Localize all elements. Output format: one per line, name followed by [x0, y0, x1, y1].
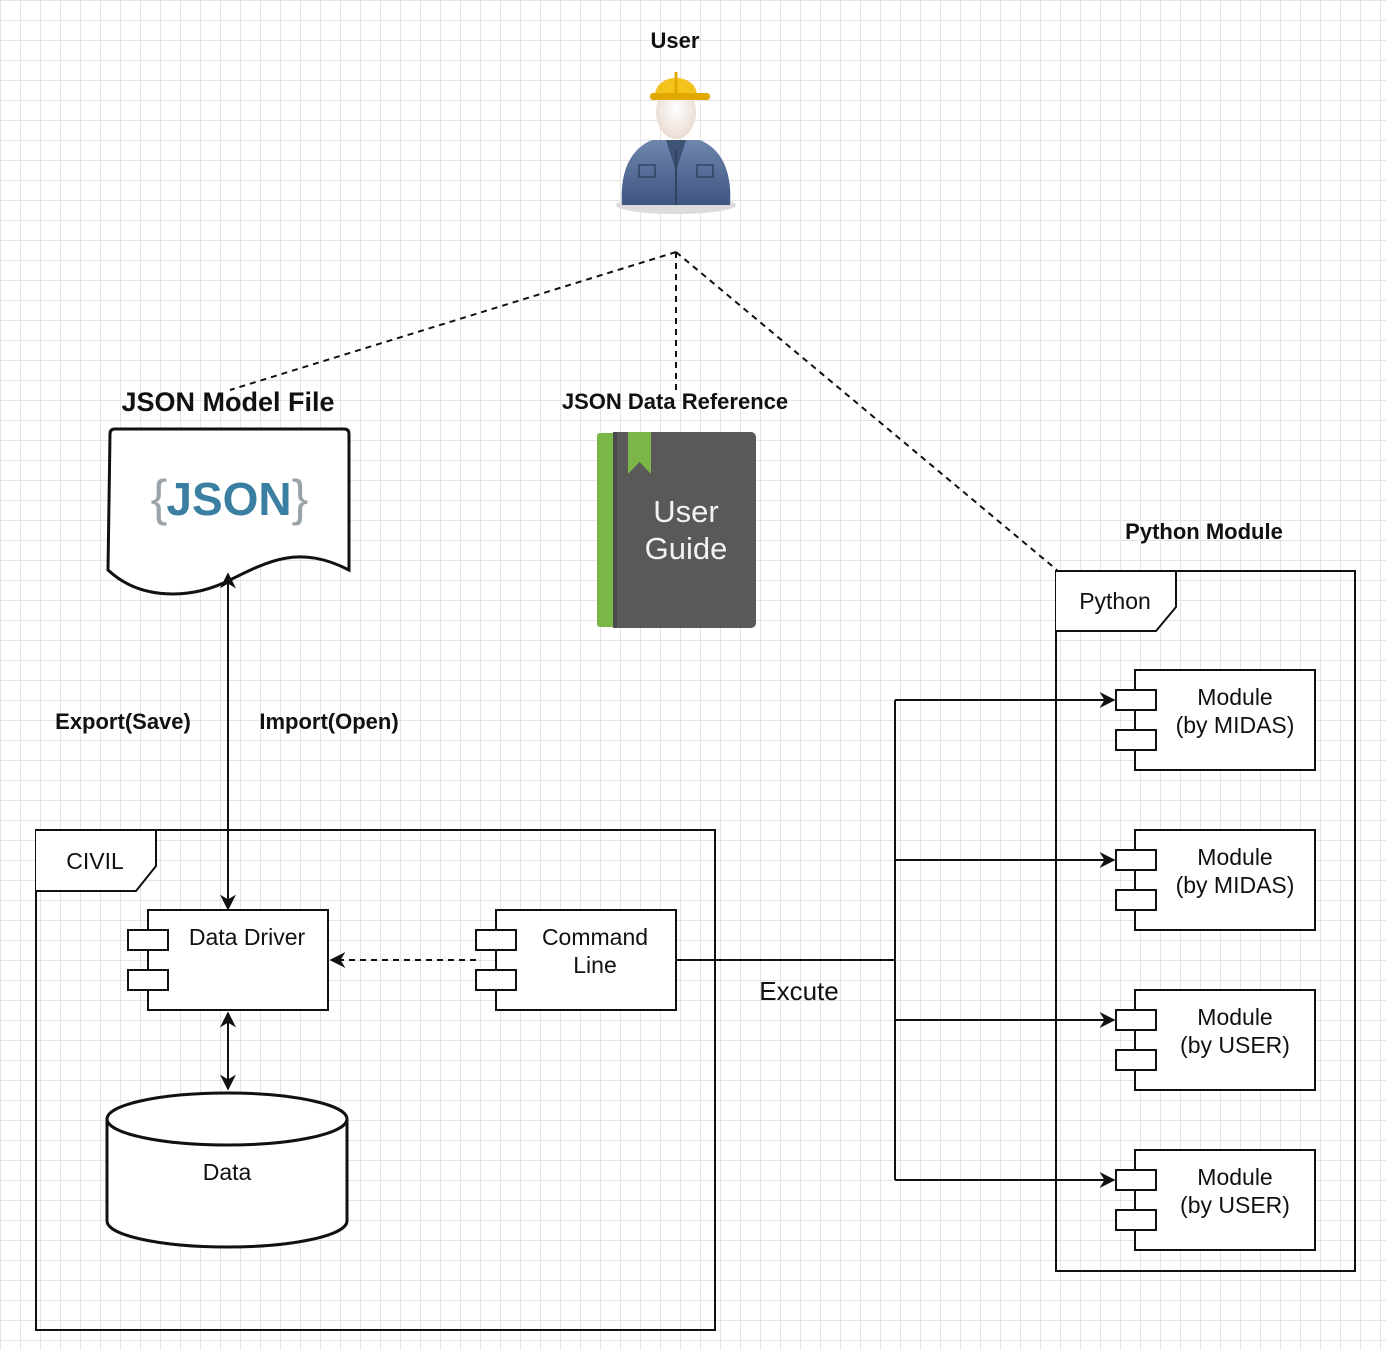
- module-label-1: Module: [1197, 844, 1272, 870]
- data-cylinder: Data: [105, 1091, 349, 1249]
- user-label: User: [651, 28, 700, 53]
- json-model-file-title: JSON Model File: [121, 387, 334, 417]
- json-brace-close: }: [292, 470, 309, 526]
- component-port-icon: [1115, 689, 1157, 711]
- component-port-icon: [127, 969, 169, 991]
- command-line-label-1: Command: [542, 924, 648, 950]
- book-line2: Guide: [645, 531, 728, 566]
- module-label-2: (by MIDAS): [1176, 712, 1295, 738]
- python-module-item: Module (by MIDAS): [1115, 669, 1316, 771]
- worker-icon: [616, 72, 736, 214]
- python-module: Python Module Python Module (by MIDAS) M…: [1055, 519, 1356, 1272]
- user-actor: User: [616, 28, 736, 214]
- python-module-item: Module (by MIDAS): [1115, 829, 1316, 931]
- reference-title: JSON Data Reference: [562, 389, 788, 414]
- user-connections: [229, 251, 1058, 571]
- module-label-2: (by USER): [1180, 1192, 1290, 1218]
- python-frame-tab: [1056, 570, 1177, 632]
- book-line1: User: [653, 494, 718, 529]
- component-port-icon: [1115, 889, 1157, 911]
- python-frame-label: Python: [1079, 588, 1151, 614]
- module-label-2: (by USER): [1180, 1032, 1290, 1058]
- civil-frame-label: CIVIL: [66, 848, 124, 874]
- data-label: Data: [203, 1159, 252, 1185]
- component-port-icon: [1115, 849, 1157, 871]
- json-logo-text: JSON: [166, 473, 291, 525]
- import-label: Import(Open): [259, 709, 398, 734]
- user-guide-book-icon: User Guide: [597, 432, 756, 628]
- data-driver-label: Data Driver: [189, 924, 306, 950]
- module-label-1: Module: [1197, 684, 1272, 710]
- json-brace-open: {: [151, 470, 168, 526]
- execute-label: Excute: [759, 976, 839, 1006]
- document-shape: [106, 427, 351, 596]
- module-label-1: Module: [1197, 1164, 1272, 1190]
- command-line-label-2: Line: [573, 952, 616, 978]
- module-label-2: (by MIDAS): [1176, 872, 1295, 898]
- export-label: Export(Save): [55, 709, 191, 734]
- component-port-icon: [1115, 1009, 1157, 1031]
- civil-frame-border: [35, 829, 716, 1331]
- component-port-icon: [1115, 729, 1157, 751]
- command-line-component: Command Line: [475, 909, 677, 1011]
- user-to-python-line: [675, 251, 1058, 571]
- civil-frame-tab: [36, 829, 157, 892]
- component-port-icon: [127, 929, 169, 951]
- python-module-title: Python Module: [1125, 519, 1283, 544]
- module-label-1: Module: [1197, 1004, 1272, 1030]
- json-data-reference: JSON Data Reference User Guide: [562, 389, 788, 628]
- data-driver-component: Data Driver: [127, 909, 329, 1011]
- user-to-json-line: [229, 251, 677, 391]
- json-model-file: JSON Model File { JSON }: [106, 387, 351, 596]
- python-frame-border: [1055, 570, 1356, 1272]
- component-port-icon: [475, 929, 517, 951]
- civil-frame: CIVIL Data Driver Command Line Data: [35, 829, 716, 1331]
- component-port-icon: [1115, 1209, 1157, 1231]
- component-port-icon: [1115, 1169, 1157, 1191]
- python-module-item: Module (by USER): [1115, 989, 1316, 1091]
- component-port-icon: [1115, 1049, 1157, 1071]
- component-port-icon: [475, 969, 517, 991]
- execute-connector: [676, 692, 1116, 1188]
- python-module-item: Module (by USER): [1115, 1149, 1316, 1251]
